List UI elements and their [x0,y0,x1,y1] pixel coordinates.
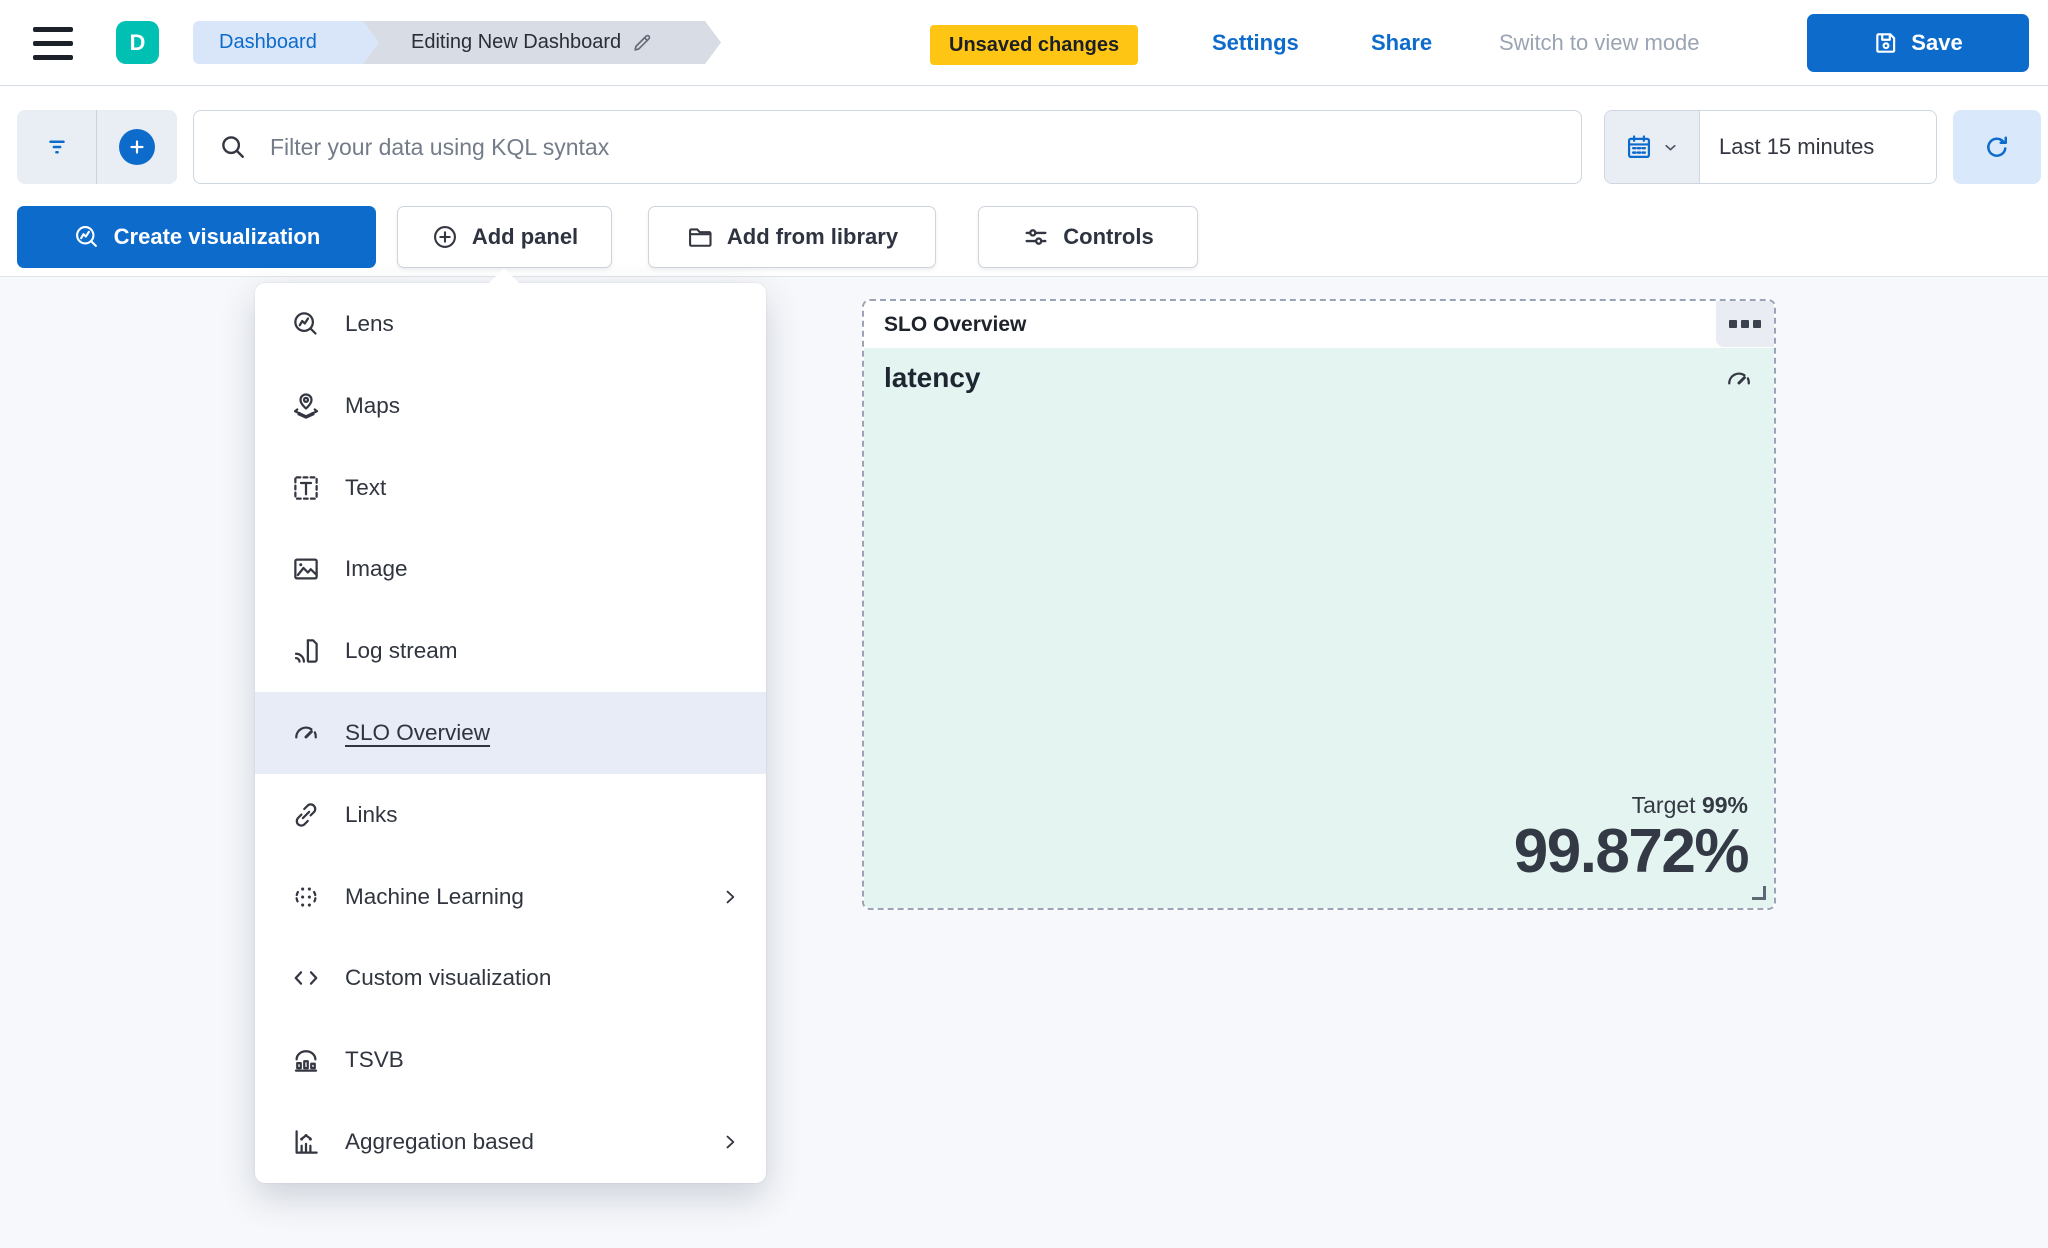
filter-icon [43,133,71,161]
menu-item-label: Machine Learning [345,883,524,909]
menu-item-text[interactable]: Text [255,447,766,529]
save-button[interactable]: Save [1807,14,2029,72]
edit-toolbar-row: Create visualization Add panel Add from … [0,196,2048,277]
date-picker-dropdown-button[interactable] [1605,111,1700,183]
menu-item-label: Aggregation based [345,1129,534,1155]
maps-icon [291,391,321,421]
create-visualization-label: Create visualization [113,224,321,249]
panel-resize-handle[interactable] [1752,886,1766,900]
add-from-library-button[interactable]: Add from library [648,206,936,268]
menu-item-log-stream[interactable]: Log stream [255,610,766,692]
slo-overview-panel[interactable]: SLO Overview latency Target 99% 99.872% [862,299,1776,910]
kql-search-input[interactable] [270,133,1557,161]
filter-icon-button[interactable] [17,110,97,184]
menu-item-tsvb[interactable]: TSVB [255,1019,766,1101]
chevron-right-icon [720,887,740,907]
link-icon [291,800,321,830]
log-stream-icon [291,636,321,666]
space-avatar[interactable]: D [116,21,159,64]
menu-item-label: TSVB [345,1047,404,1073]
refresh-icon [1982,132,2012,162]
save-button-label: Save [1911,30,1963,55]
menu-item-maps[interactable]: Maps [255,365,766,447]
slo-panel-body: latency Target 99% 99.872% [864,348,1774,908]
aggregation-icon [291,1127,321,1157]
chevron-down-icon [1662,139,1679,156]
lens-icon [73,223,101,251]
slo-panel-inner: SLO Overview latency Target 99% 99.872% [864,301,1774,908]
add-from-library-label: Add from library [726,224,899,249]
menu-item-label: Links [345,801,398,827]
pencil-icon [631,32,653,54]
switch-to-view-mode-link[interactable]: Switch to view mode [1499,30,1700,55]
add-filter-button[interactable] [97,110,177,184]
add-panel-button[interactable]: Add panel [397,206,612,268]
menu-item-label: Maps [345,392,401,418]
menu-item-label: Text [345,474,387,500]
breadcrumb-editing-dashboard[interactable]: Editing New Dashboard [363,21,721,64]
time-range-value[interactable]: Last 15 minutes [1719,134,1875,159]
add-panel-label: Add panel [471,224,579,249]
kql-search-box [193,110,1582,184]
menu-item-label: Image [345,556,408,582]
settings-link[interactable]: Settings [1212,30,1299,55]
filter-button-group [17,110,177,184]
machine-learning-icon [291,882,321,912]
refresh-button[interactable] [1953,110,2041,184]
top-header: D Dashboard Editing New Dashboard Unsave… [0,0,2048,86]
chevron-right-icon [720,1132,740,1152]
plus-in-circle-icon [431,223,459,251]
query-bar-row: Last 15 minutes [0,86,2048,196]
gauge-icon [1724,364,1754,394]
lens-icon [291,309,321,339]
slo-panel-title: SLO Overview [884,312,1027,336]
time-picker: Last 15 minutes [1604,110,1937,184]
slo-target-label: Target [1631,791,1696,818]
code-icon [291,963,321,993]
controls-button[interactable]: Controls [978,206,1198,268]
menu-item-lens[interactable]: Lens [255,283,766,365]
calendar-icon [1625,133,1653,161]
menu-item-aggregation-based[interactable]: Aggregation based [255,1101,766,1183]
search-icon [218,132,248,162]
menu-item-label: Custom visualization [345,965,552,991]
slo-metric-block: Target 99% 99.872% [1513,791,1750,886]
menu-item-machine-learning[interactable]: Machine Learning [255,856,766,938]
panel-options-icon[interactable] [1716,301,1774,347]
menu-item-label: Lens [345,310,394,336]
folder-icon [686,223,714,251]
slo-panel-header: SLO Overview [864,301,1774,348]
slo-sli-value: 99.872% [1513,816,1750,886]
menu-hamburger-icon[interactable] [33,27,73,60]
unsaved-changes-badge: Unsaved changes [930,25,1139,65]
create-visualization-button[interactable]: Create visualization [17,206,376,268]
share-link[interactable]: Share [1371,30,1433,55]
save-floppy-icon [1873,30,1899,56]
dashboard-canvas: Lens Maps Text Image Log stream SLO Over [0,268,2048,1248]
menu-item-links[interactable]: Links [255,774,766,856]
menu-item-label: SLO Overview [345,719,491,745]
text-icon [291,473,321,503]
controls-sliders-icon [1022,223,1050,251]
menu-item-slo-overview[interactable]: SLO Overview [255,692,766,774]
add-panel-menu: Lens Maps Text Image Log stream SLO Over [255,268,766,1183]
plus-circle-icon [119,129,155,165]
tsvb-icon [291,1045,321,1075]
controls-label: Controls [1063,224,1154,249]
menu-item-image[interactable]: Image [255,528,766,610]
slo-target-value: 99% [1701,791,1748,818]
breadcrumb-label: Editing New Dashboard [411,31,622,53]
breadcrumb-dashboard[interactable]: Dashboard [193,21,379,64]
image-icon [291,554,321,584]
gauge-icon [291,718,321,748]
slo-name: latency [884,362,981,393]
menu-item-label: Log stream [345,638,458,664]
menu-item-custom-visualization[interactable]: Custom visualization [255,938,766,1020]
